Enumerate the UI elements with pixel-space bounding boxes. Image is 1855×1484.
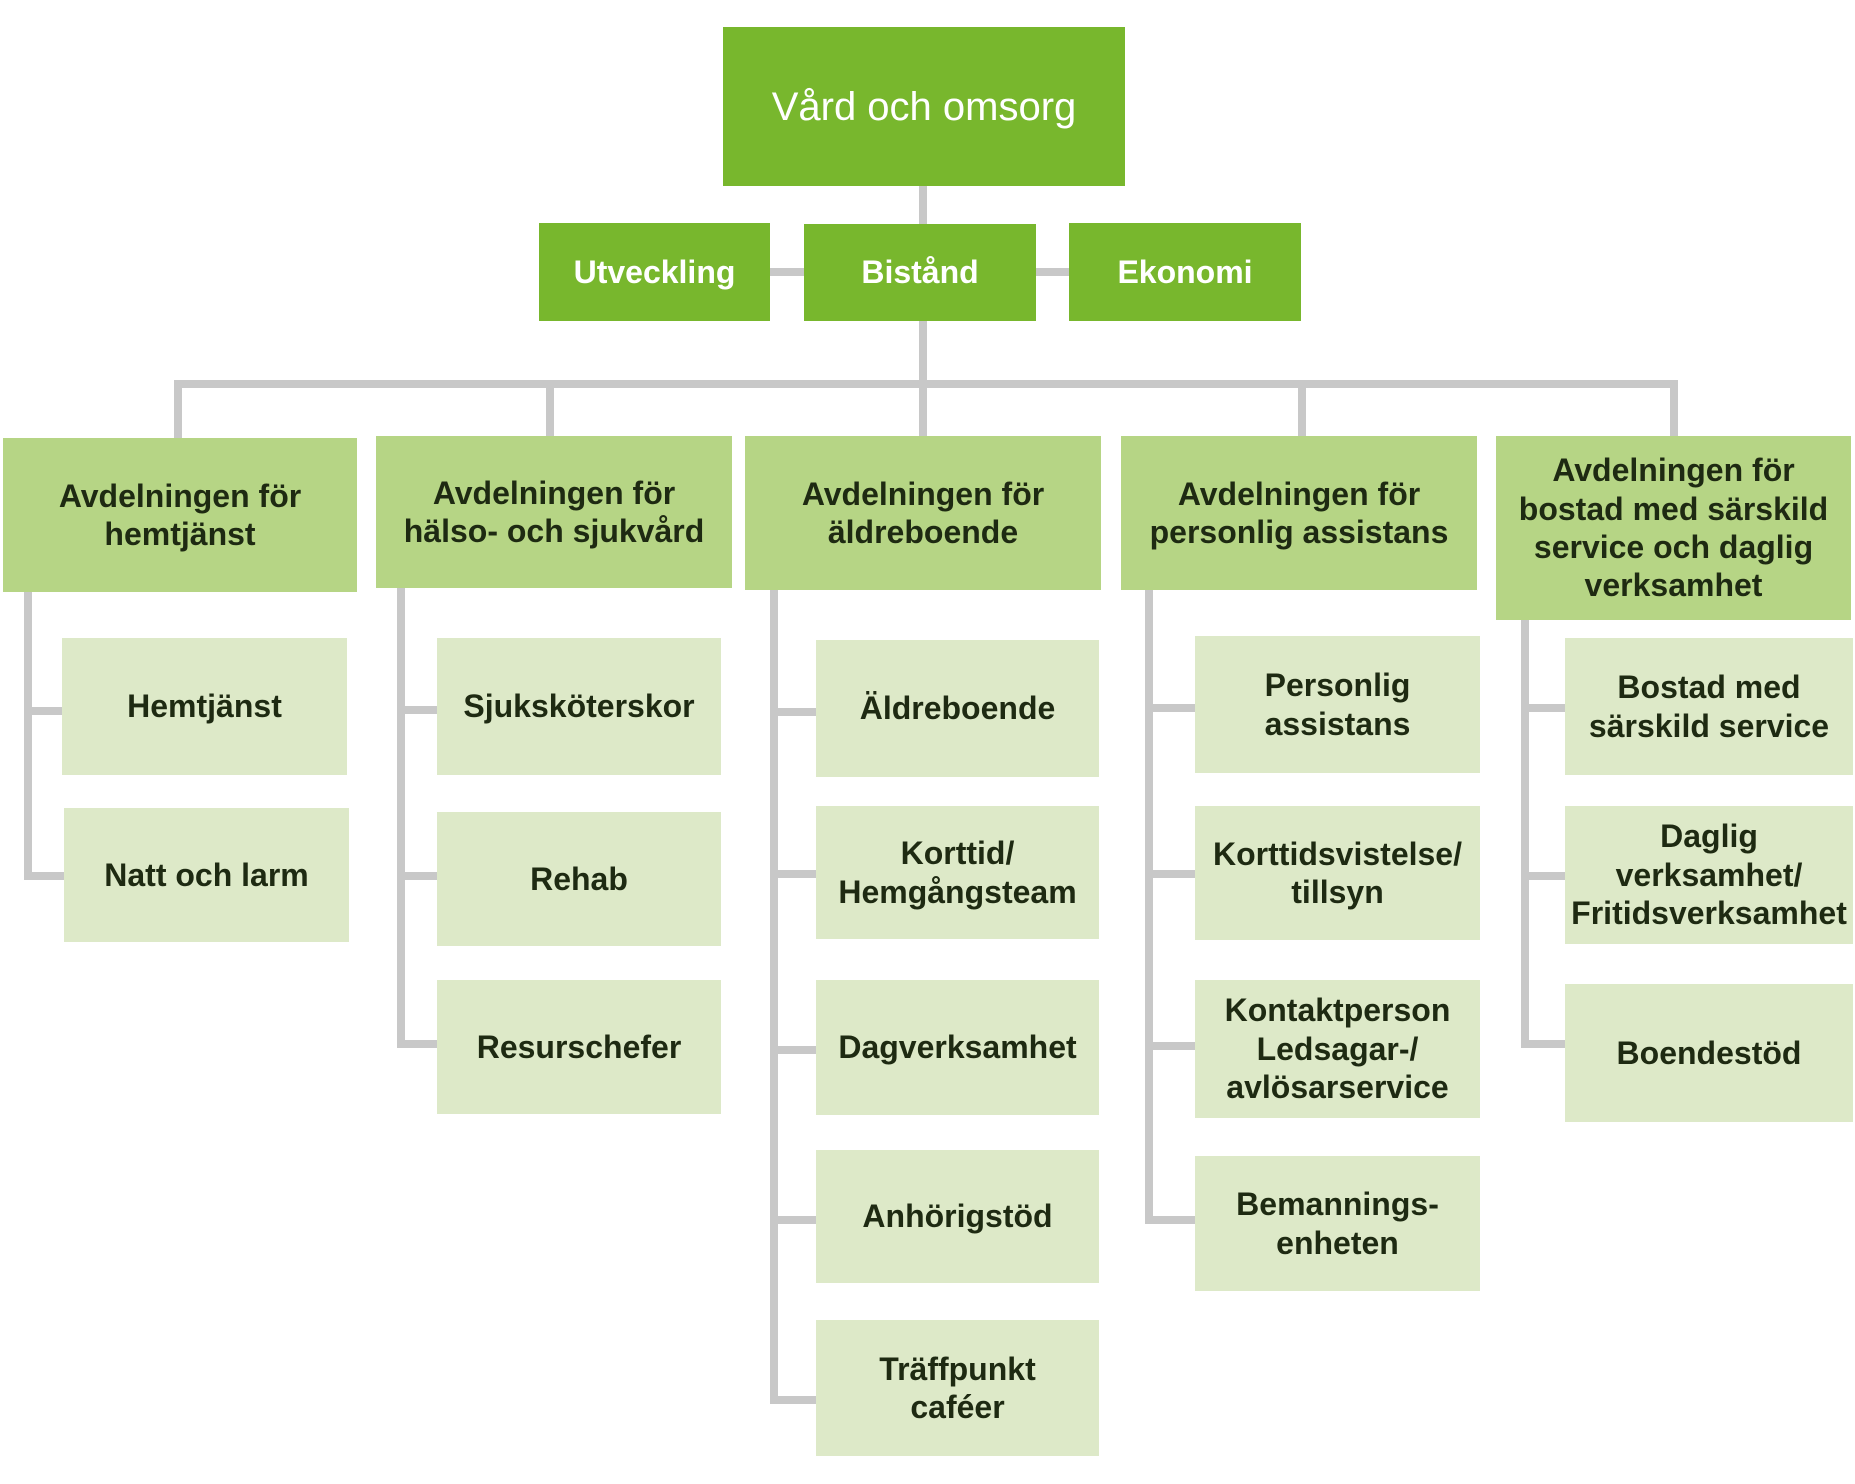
staff-label: Bistånd (861, 254, 979, 291)
connector-top-to-bistand (919, 186, 927, 224)
unit-sjukskoterskor: Sjuksköterskor (437, 638, 721, 775)
unit-label: Boendestöd (1616, 1034, 1802, 1071)
connector-drop-1 (174, 380, 182, 438)
unit-bemanningsenheten: Bemannings- enheten (1195, 1156, 1480, 1291)
unit-label: Rehab (530, 860, 628, 897)
spine-col-2 (397, 588, 405, 1048)
unit-hemtjanst: Hemtjänst (62, 638, 347, 775)
department-hemtjanst: Avdelningen för hemtjänst (3, 438, 357, 592)
unit-label: Resurschefer (476, 1028, 682, 1065)
tick-col-2 (397, 706, 437, 714)
tick-col-5 (1521, 704, 1565, 712)
unit-label: Natt och larm (104, 856, 309, 893)
unit-label: Hemtjänst (127, 688, 282, 725)
top-label: Vård och omsorg (771, 84, 1077, 129)
spine-col-4 (1145, 588, 1153, 1224)
unit-label: Bemannings- enheten (1236, 1186, 1439, 1261)
unit-dagverksamhet: Dagverksamhet (816, 980, 1099, 1115)
unit-daglig-verksamhet: Daglig verksamhet/ Fritidsverksamhet (1565, 806, 1853, 944)
unit-kontaktperson-ledsagar: Kontaktperson Ledsagar-/ avlösarservice (1195, 980, 1480, 1118)
connector-drop-2 (546, 380, 554, 436)
spine-col-5 (1521, 620, 1529, 1048)
tick-col-4 (1145, 1042, 1195, 1050)
unit-label: Personlig assistans (1264, 667, 1411, 742)
unit-natt-och-larm: Natt och larm (64, 808, 349, 942)
tick-col-1 (24, 707, 62, 715)
tick-col-5 (1521, 872, 1565, 880)
unit-label: Anhörigstöd (862, 1198, 1053, 1235)
unit-label: Träffpunkt caféer (879, 1350, 1036, 1425)
department-label: Avdelningen för hälso- och sjukvård (403, 474, 705, 549)
tick-col-2 (397, 872, 437, 880)
unit-korttidsvistelse-tillsyn: Korttidsvistelse/ tillsyn (1195, 806, 1480, 940)
staff-box-bistand: Bistånd (804, 224, 1036, 321)
unit-boendestod: Boendestöd (1565, 984, 1853, 1122)
unit-label: Dagverksamhet (838, 1029, 1077, 1066)
tick-col-1 (24, 872, 64, 880)
spine-col-1 (24, 590, 32, 880)
staff-box-ekonomi: Ekonomi (1069, 223, 1301, 321)
tick-col-3 (770, 1046, 816, 1054)
unit-bostad-med-sarskild-service: Bostad med särskild service (1565, 638, 1853, 775)
tick-col-5 (1521, 1040, 1565, 1048)
department-label: Avdelningen för personlig assistans (1149, 475, 1449, 550)
unit-traffpunkt-cafeer: Träffpunkt caféer (816, 1320, 1099, 1456)
tick-col-4 (1145, 1216, 1195, 1224)
department-bostad-daglig-verksamhet: Avdelningen för bostad med särskild serv… (1496, 436, 1851, 620)
tick-col-2 (397, 1040, 437, 1048)
unit-aldreboende: Äldreboende (816, 640, 1099, 777)
unit-label: Bostad med särskild service (1588, 669, 1830, 744)
department-label: Avdelningen för äldreboende (801, 475, 1045, 550)
staff-box-utveckling: Utveckling (539, 223, 770, 321)
unit-label: Äldreboende (859, 690, 1056, 727)
connector-drop-5 (1670, 380, 1678, 436)
unit-korttid-hemgangsteam: Korttid/ Hemgångsteam (816, 806, 1099, 939)
tick-col-3 (770, 1396, 816, 1404)
connector-staff-right (1036, 268, 1072, 276)
unit-resurschefer: Resurschefer (437, 980, 721, 1114)
department-personlig-assistans: Avdelningen för personlig assistans (1121, 436, 1477, 590)
top-box: Vård och omsorg (723, 27, 1125, 186)
unit-label: Kontaktperson Ledsagar-/ avlösarservice (1224, 992, 1451, 1106)
connector-bistand-down (919, 321, 927, 386)
tick-col-3 (770, 1216, 816, 1224)
unit-label: Korttidsvistelse/ tillsyn (1213, 835, 1462, 910)
tick-col-4 (1145, 704, 1195, 712)
unit-label: Daglig verksamhet/ Fritidsverksamhet (1571, 818, 1847, 932)
unit-anhorigstod: Anhörigstöd (816, 1150, 1099, 1283)
tick-col-3 (770, 708, 816, 716)
department-aldreboende: Avdelningen för äldreboende (745, 436, 1101, 590)
staff-label: Utveckling (573, 253, 736, 290)
unit-rehab: Rehab (437, 812, 721, 946)
department-label: Avdelningen för bostad med särskild serv… (1518, 452, 1829, 604)
tick-col-4 (1145, 870, 1195, 878)
department-halso-och-sjukvard: Avdelningen för hälso- och sjukvård (376, 436, 732, 588)
department-label: Avdelningen för hemtjänst (58, 477, 302, 552)
unit-personlig-assistans: Personlig assistans (1195, 636, 1480, 773)
tick-col-3 (770, 870, 816, 878)
connector-drop-3 (919, 380, 927, 436)
spine-col-3 (770, 588, 778, 1404)
connector-staff-left (770, 268, 806, 276)
connector-drop-4 (1298, 380, 1306, 436)
unit-label: Korttid/ Hemgångsteam (838, 835, 1077, 910)
unit-label: Sjuksköterskor (463, 688, 695, 725)
staff-label: Ekonomi (1117, 253, 1253, 290)
